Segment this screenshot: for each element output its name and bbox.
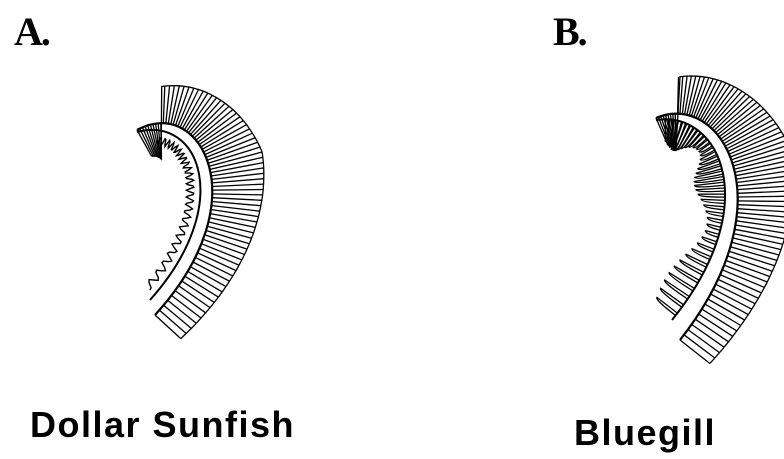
gill-raker: [657, 297, 678, 315]
gill-filament: [737, 209, 784, 212]
gill-raker: [701, 199, 725, 203]
gill-raker: [707, 217, 722, 223]
gill-raker: [704, 205, 725, 210]
gill-filament: [737, 213, 784, 218]
gill-filament: [735, 160, 784, 173]
gill-raker: [698, 194, 725, 197]
gill-filament: [738, 201, 784, 202]
gill-filament: [738, 196, 784, 197]
gill-filament: [735, 229, 784, 239]
gill-raker: [696, 188, 725, 192]
gill-filament: [737, 175, 784, 182]
gill-filament: [738, 191, 784, 193]
gill-raker: [707, 224, 721, 230]
gill-filament: [734, 234, 783, 245]
gill-filament: [733, 238, 781, 250]
gill-filament: [737, 186, 784, 190]
gill-raker: [702, 237, 717, 245]
gill-raker: [706, 211, 724, 217]
gill-filament: [738, 205, 784, 207]
gill-raker: [680, 260, 704, 275]
gill-raker: [705, 231, 719, 238]
gill-raker: [698, 243, 715, 252]
species-label-bluegill: Bluegill: [574, 415, 716, 451]
species-label-dollar-sunfish: Dollar Sunfish: [30, 407, 295, 443]
